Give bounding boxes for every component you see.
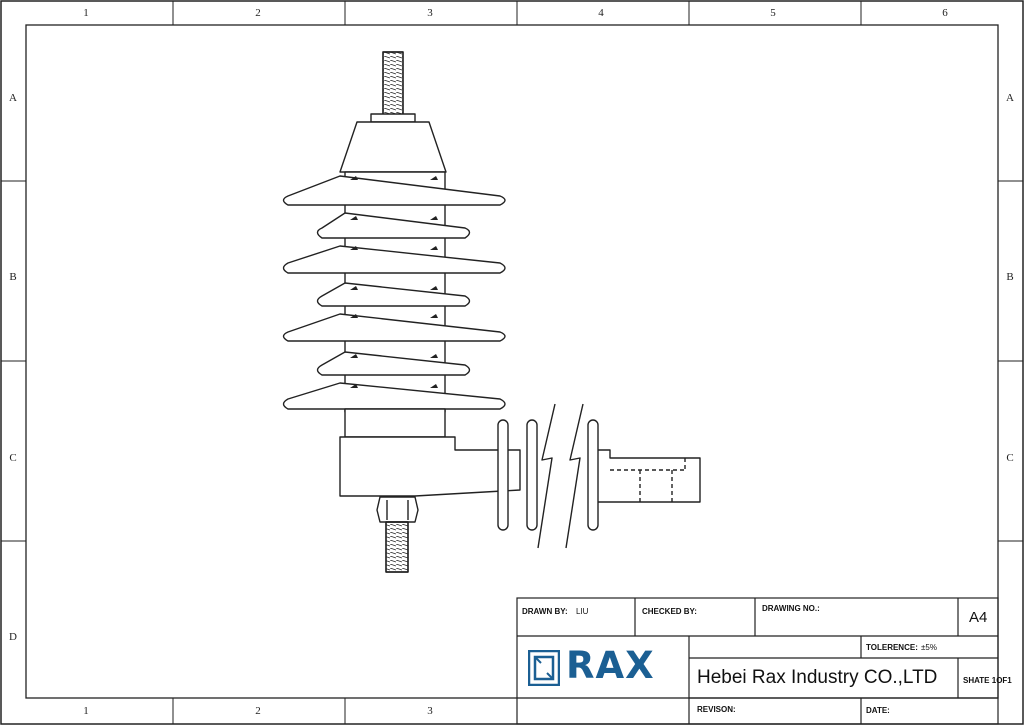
rax-logo-icon bbox=[527, 649, 561, 687]
tolerance-value: ±5% bbox=[921, 643, 937, 652]
col-label-6: 6 bbox=[942, 7, 948, 19]
sheet-label: SHATE 1OF1 bbox=[963, 676, 1012, 685]
col-label-bottom-2: 2 bbox=[255, 705, 261, 717]
drawn-by-value: LIU bbox=[576, 607, 589, 616]
col-label-2: 2 bbox=[255, 7, 261, 19]
drawn-by-label: DRAWN BY: bbox=[522, 607, 568, 616]
col-label-bottom-1: 1 bbox=[83, 705, 89, 717]
checked-by-label: CHECKED BY: bbox=[642, 607, 697, 616]
row-label-right-c: C bbox=[1006, 452, 1014, 464]
logo-text: RAX bbox=[566, 644, 655, 687]
row-label-d: D bbox=[9, 631, 17, 643]
col-label-5: 5 bbox=[770, 7, 776, 19]
row-label-right-b: B bbox=[1006, 271, 1014, 283]
revision-label: REVISON: bbox=[697, 705, 736, 714]
tolerance-label: TOLERENCE: bbox=[866, 643, 918, 652]
col-label-1: 1 bbox=[83, 7, 89, 19]
drawing-no-label: DRAWING NO.: bbox=[762, 604, 820, 613]
col-label-4: 4 bbox=[598, 7, 604, 19]
row-label-a: A bbox=[9, 92, 17, 104]
row-label-right-a: A bbox=[1006, 92, 1014, 104]
date-label: DATE: bbox=[866, 706, 890, 715]
col-label-bottom-3: 3 bbox=[427, 705, 433, 717]
sheet-size: A4 bbox=[969, 609, 988, 626]
row-label-c: C bbox=[9, 452, 17, 464]
row-label-b: B bbox=[9, 271, 17, 283]
company-name: Hebei Rax Industry CO.,LTD bbox=[697, 667, 938, 688]
col-label-3: 3 bbox=[427, 7, 433, 19]
